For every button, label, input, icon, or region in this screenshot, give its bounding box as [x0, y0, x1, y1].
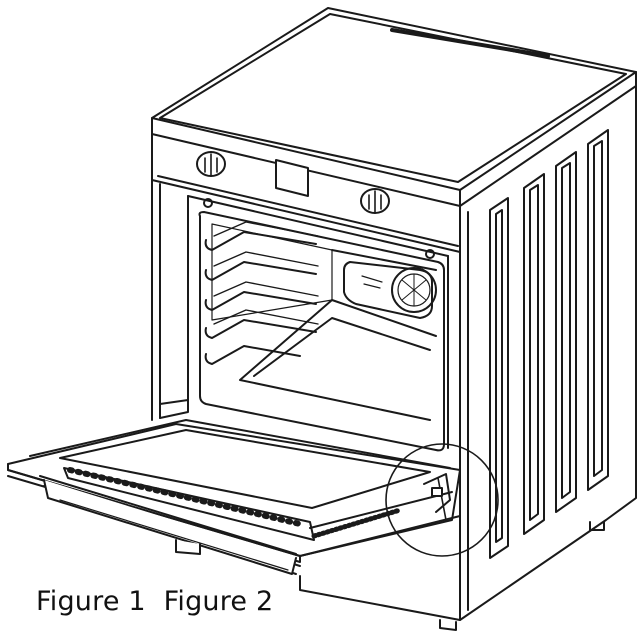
oven-front-frame: [151, 179, 449, 449]
timer-display: [275, 159, 309, 197]
figure-caption: Figure 1 Figure 2: [36, 586, 273, 617]
figure-2-label: Figure 2: [163, 586, 274, 617]
hinge-callout-circle: [385, 443, 499, 557]
right-knob-icon: [360, 188, 390, 214]
figure-1-label: Figure 1: [36, 586, 146, 617]
oven-door: [7, 399, 461, 575]
shelf-runners: [204, 221, 319, 365]
cooktop: [151, 7, 637, 207]
side-panel: [459, 85, 637, 621]
oven-cavity: [198, 211, 445, 452]
left-knob-icon: [196, 151, 226, 177]
cooker-base: [299, 521, 605, 631]
